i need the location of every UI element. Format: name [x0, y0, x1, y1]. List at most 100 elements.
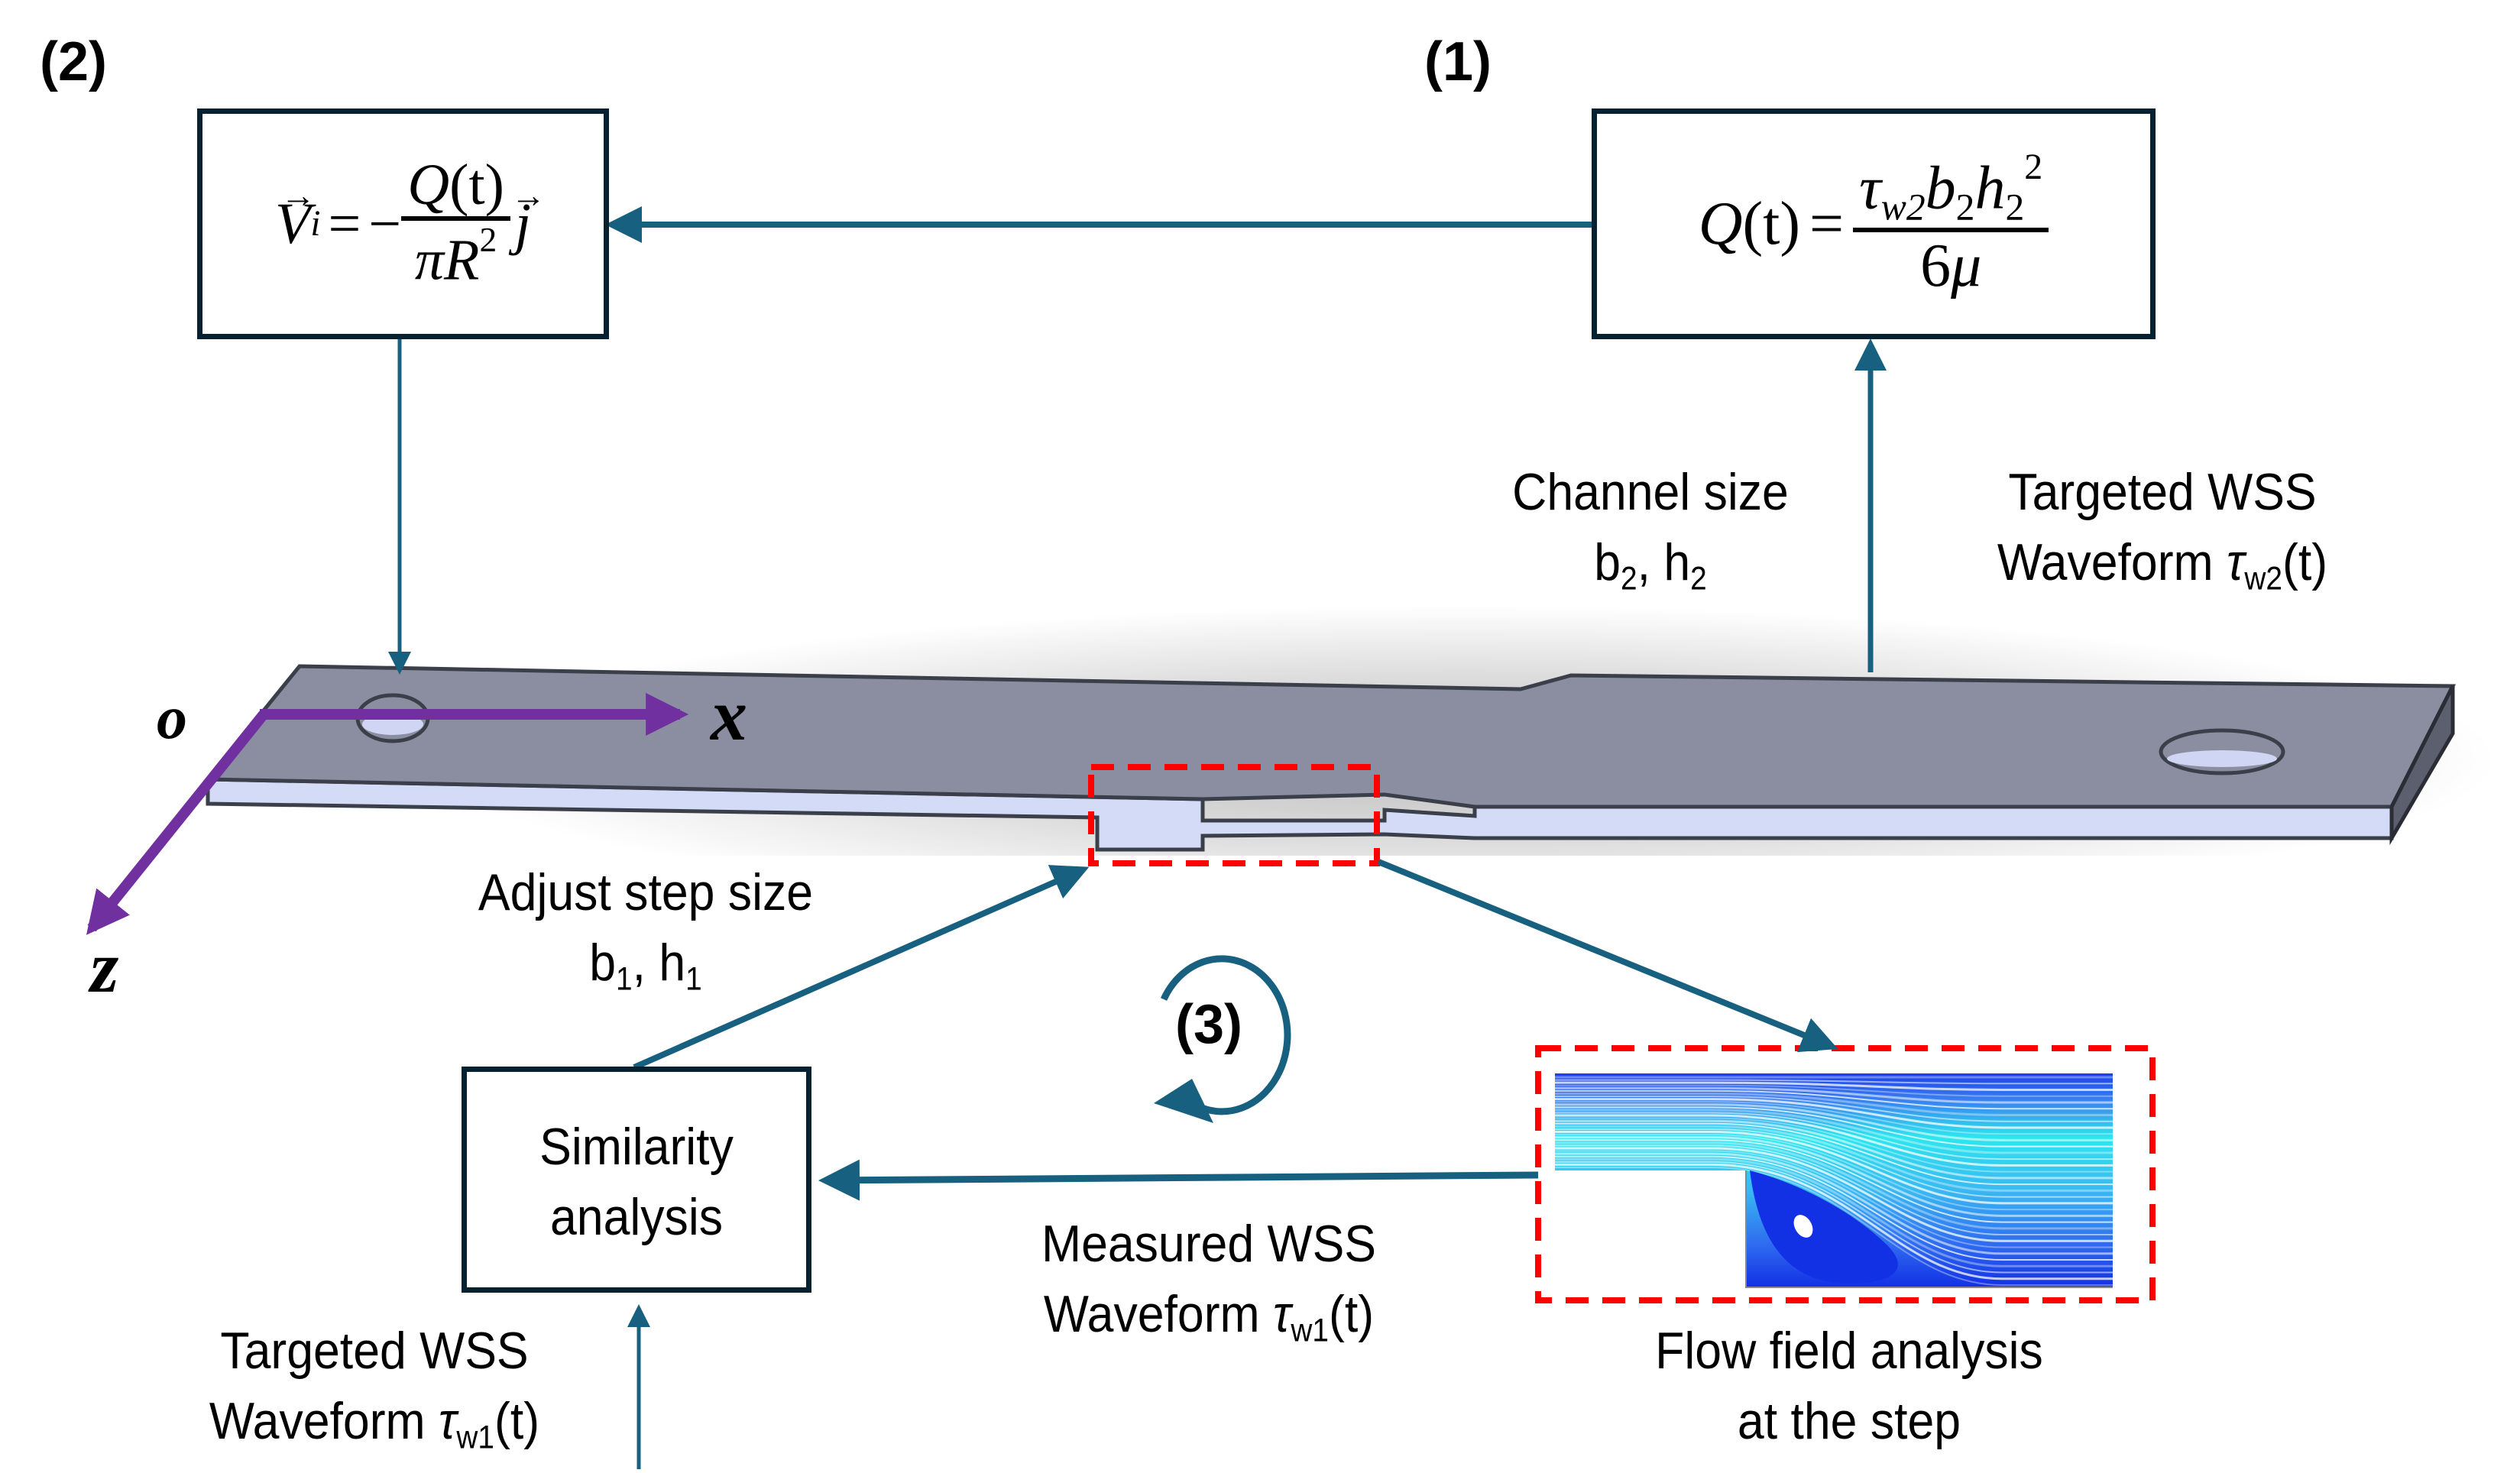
adjust-step-title: Adjust step size — [478, 863, 814, 921]
inlet-velocity-box: Vi = − Q(t) πR2 j — [197, 108, 609, 339]
targeted-wss-w1-title: Targeted WSS — [220, 1322, 529, 1380]
axis-x-label: x — [711, 674, 747, 756]
microchannel-device — [203, 664, 2457, 852]
streamline — [1555, 1117, 2113, 1173]
streamline — [1555, 1101, 2113, 1135]
eq-q-arg: (t) — [449, 153, 504, 218]
streamline — [1555, 1106, 2113, 1148]
eq-tau: τ — [1859, 154, 1881, 222]
streamline — [1555, 1112, 2113, 1161]
eq-b-sub: 2 — [1955, 186, 1975, 228]
targeted-wss-w1-label: Targeted WSS Waveform τw1(t) — [164, 1316, 585, 1473]
adjust-step-size-label: Adjust step size b1, h1 — [442, 857, 850, 1015]
streamline — [1555, 1119, 2113, 1180]
eq-unit-vector-j: j — [515, 191, 531, 257]
streamline — [1555, 1081, 2113, 1091]
step-label-1: (1) — [1424, 31, 1492, 92]
z-axis-arrow — [86, 711, 268, 935]
eq-six: 6 — [1920, 231, 1952, 299]
channel-size-title: Channel size — [1512, 463, 1789, 521]
eq-tau-sub: w2 — [1880, 186, 1926, 228]
streamline — [1555, 1163, 2113, 1280]
measured-wss-waveform: Waveform τw1(t) — [1043, 1285, 1375, 1348]
channel-end-face — [2389, 685, 2455, 846]
flow-field-image — [1535, 1045, 2156, 1303]
eq-v-symbol: V — [275, 191, 310, 257]
measured-wss-label: Measured WSS Waveform τw1(t) — [998, 1209, 1420, 1366]
adjust-step-params: b1, h1 — [589, 934, 702, 997]
eq-h-sub: 2 — [2005, 186, 2025, 228]
streamline — [1555, 1089, 2113, 1110]
flow-rate-equation: Q(t) = τw2b2h22 6μ — [1597, 114, 2150, 334]
streamline — [1555, 1131, 2113, 1205]
measured-wss-title: Measured WSS — [1041, 1215, 1377, 1273]
step-label-2: (2) — [40, 31, 107, 92]
streamline — [1555, 1134, 2113, 1211]
eq-equals: = — [1809, 189, 1845, 257]
similarity-analysis-text: Similarity analysis — [539, 1118, 734, 1246]
streamline — [1555, 1139, 2113, 1223]
eq-fraction: Q(t) πR2 — [401, 153, 510, 293]
streamlines — [1555, 1076, 2113, 1286]
eq-h: h — [1974, 154, 2006, 222]
iteration-cycle-arrow — [1160, 955, 1291, 1115]
eq-q-arg: (t) — [1742, 189, 1801, 257]
arrow-similarity-to-step — [633, 865, 1090, 1070]
streamline — [1555, 1096, 2113, 1122]
eq-r-exp: 2 — [479, 219, 497, 259]
streamline — [1555, 1084, 2113, 1097]
coordinate-axes — [86, 693, 689, 935]
step-highlight-box — [1088, 764, 1380, 866]
eq-pi: π — [414, 228, 444, 293]
streamline — [1555, 1157, 2113, 1267]
streamline — [1555, 1161, 2113, 1274]
streamline — [1555, 1098, 2113, 1129]
axis-origin-label: o — [157, 685, 187, 752]
targeted-wss-w2-waveform: Waveform τw2(t) — [1997, 533, 2328, 597]
vortex-core — [1793, 1215, 1813, 1238]
streamline — [1555, 1114, 2113, 1167]
eq-minus: − — [368, 191, 402, 256]
eq-h-exp: 2 — [2024, 147, 2043, 188]
targeted-wss-w2-title: Targeted WSS — [2008, 463, 2317, 521]
streamline — [1555, 1122, 2113, 1186]
eq-equals: = — [328, 191, 361, 256]
eq-q: Q — [407, 153, 450, 218]
channel-size-label: Channel size b2, h2 — [1471, 457, 1829, 614]
streamline — [1555, 1144, 2113, 1236]
step-label-3: (3) — [1175, 994, 1242, 1055]
inlet-velocity-equation: Vi = − Q(t) πR2 j — [202, 114, 604, 334]
eq-q: Q — [1698, 189, 1743, 257]
streamline — [1555, 1141, 2113, 1230]
iteration-cycle-arrowhead — [1154, 1079, 1213, 1123]
similarity-analysis-box: Similarity analysis — [462, 1067, 811, 1293]
streamline — [1555, 1092, 2113, 1116]
eq-r: R — [444, 228, 480, 293]
arrow-step-to-flowfield — [1377, 859, 1838, 1053]
eq-mu: μ — [1951, 231, 1982, 299]
streamline — [1555, 1103, 2113, 1141]
flow-field-caption: Flow field analysis at the step — [1655, 1322, 2043, 1450]
arrows — [388, 206, 1887, 1469]
streamline — [1555, 1150, 2113, 1248]
streamline — [1555, 1125, 2113, 1192]
streamline — [1555, 1086, 2113, 1104]
arrow-flowfield-to-similarity — [818, 1159, 1539, 1201]
streamline — [1555, 1155, 2113, 1261]
targeted-wss-w2-label: Targeted WSS Waveform τw2(t) — [1952, 457, 2373, 614]
streamline — [1555, 1109, 2113, 1154]
streamline — [1555, 1079, 2113, 1085]
streamline — [1555, 1136, 2113, 1217]
eq-b: b — [1925, 154, 1956, 222]
streamline — [1555, 1128, 2113, 1198]
targeted-wss-w1-waveform: Waveform τw1(t) — [209, 1392, 540, 1455]
eq-fraction: τw2b2h22 6μ — [1853, 148, 2049, 299]
axis-z-label: z — [90, 926, 119, 1008]
channel-size-params: b2, h2 — [1594, 533, 1707, 597]
channel-top-face — [203, 664, 2457, 809]
flow-rate-box: Q(t) = τw2b2h22 6μ — [1592, 108, 2156, 339]
streamline — [1555, 1147, 2113, 1242]
streamline — [1555, 1152, 2113, 1255]
